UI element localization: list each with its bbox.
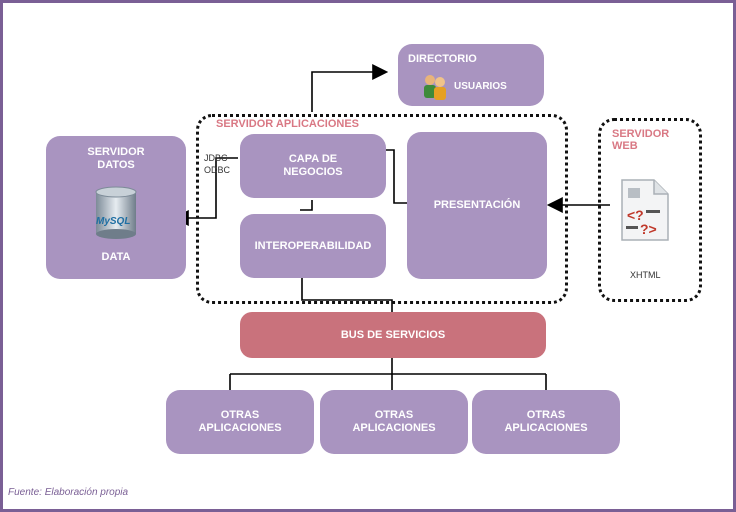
otras-label-2a: OTRAS — [374, 409, 414, 422]
otras-label-3a: OTRAS — [526, 409, 566, 422]
otras-label-1b: APLICACIONES — [198, 422, 282, 434]
servidor-web-label-1: SERVIDOR — [612, 128, 670, 140]
otras-label-3b: APLICACIONES — [504, 422, 588, 434]
interoperabilidad-box: INTEROPERABILIDAD — [240, 214, 386, 278]
bus-servicios-box: BUS DE SERVICIOS — [240, 312, 546, 358]
database-icon — [94, 186, 138, 240]
presentacion-box: PRESENTACIÓN — [407, 132, 547, 279]
bus-servicios-label: BUS DE SERVICIOS — [340, 328, 446, 341]
line-interop-bus — [301, 278, 393, 312]
footer-source: Fuente: Elaboración propia — [8, 487, 129, 498]
servidor-aplicaciones-container — [196, 114, 568, 304]
otras-label-1a: OTRAS — [220, 409, 260, 422]
xhtml-file-icon: <? ?> — [618, 178, 670, 242]
capa-negocios-box: CAPA DE NEGOCIOS — [240, 134, 386, 198]
servidor-datos-title-1: SERVIDOR — [87, 146, 145, 158]
directorio-label: DIRECTORIO — [408, 53, 477, 65]
users-icon — [420, 72, 450, 102]
otras-aplicaciones-box-2: OTRAS APLICACIONES — [320, 390, 468, 454]
svg-text:<?: <? — [627, 207, 644, 223]
line-to-directorio — [311, 64, 389, 112]
otras-aplicaciones-box-1: OTRAS APLICACIONES — [166, 390, 314, 454]
jdbc-label: JDBC — [204, 153, 228, 163]
servidor-web-label-2: WEB — [612, 140, 638, 152]
mysql-logo: MySQL — [96, 216, 131, 227]
otras-aplicaciones-box-3: OTRAS APLICACIONES — [472, 390, 620, 454]
servidor-aplicaciones-label: SERVIDOR APLICACIONES — [214, 118, 362, 130]
capa-negocios-label-2: NEGOCIOS — [283, 166, 343, 178]
otras-label-2b: APLICACIONES — [352, 422, 436, 434]
line-capa-presentacion — [386, 149, 408, 204]
directorio-box: DIRECTORIO USUARIOS — [398, 44, 544, 106]
servidor-datos-box: SERVIDOR DATOS MySQL DATA — [46, 136, 186, 279]
presentacion-label: PRESENTACIÓN — [433, 199, 521, 212]
servidor-datos-title-2: DATOS — [97, 159, 135, 171]
data-label: DATA — [101, 251, 131, 263]
capa-negocios-label-1: CAPA DE — [288, 153, 338, 166]
odbc-label: ODBC — [204, 165, 231, 175]
line-capa-interop — [300, 200, 313, 211]
interoperabilidad-label: INTEROPERABILIDAD — [254, 239, 372, 252]
xhtml-label: XHTML — [630, 270, 661, 280]
servidor-web-container — [598, 118, 702, 302]
svg-text:?>: ?> — [640, 221, 657, 237]
usuarios-label: USUARIOS — [454, 81, 507, 92]
